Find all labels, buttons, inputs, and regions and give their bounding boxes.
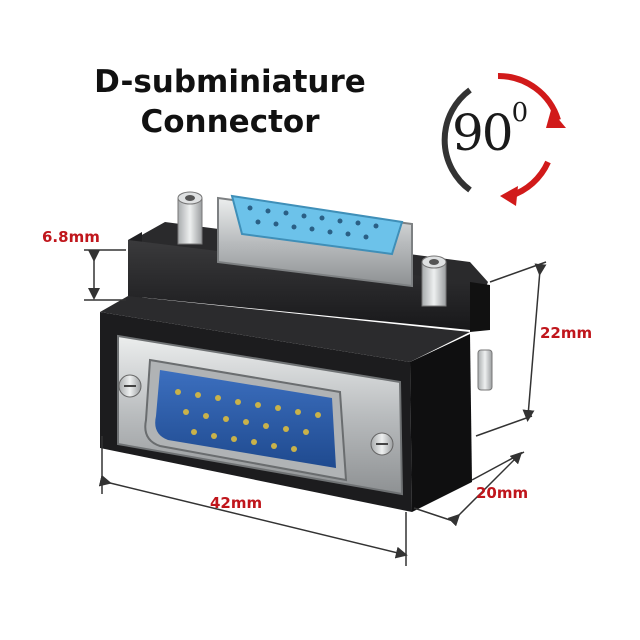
standoff-right	[421, 255, 447, 307]
title-line-2: Connector	[140, 104, 320, 140]
angle-value: 90	[452, 104, 514, 162]
screw-right	[370, 432, 394, 456]
angle-unit: 0	[511, 98, 528, 128]
dimension-depth: 20mm	[476, 484, 529, 502]
male-pins	[175, 389, 321, 452]
product-title: D-subminiature Connector	[60, 62, 400, 142]
female-pin-holes	[247, 205, 379, 240]
rotation-arrow-icon	[441, 72, 566, 206]
angle-badge-label: 900	[452, 98, 528, 162]
side-screw	[477, 349, 493, 391]
screw-left	[118, 374, 142, 398]
dimension-height-small: 6.8mm	[42, 228, 100, 246]
title-line-1: D-subminiature	[94, 64, 366, 100]
dimension-lines	[84, 249, 547, 566]
dimension-width: 42mm	[210, 494, 263, 512]
female-insert	[230, 194, 404, 256]
standoff-left	[177, 191, 203, 245]
dimension-height: 22mm	[540, 324, 593, 342]
